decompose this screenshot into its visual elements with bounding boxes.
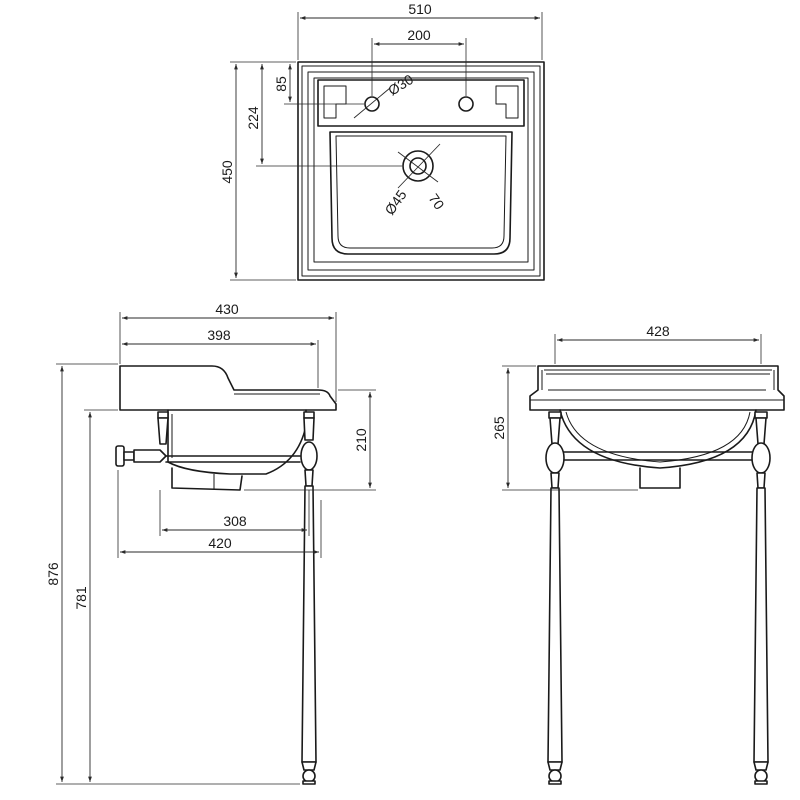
dim-label: 85 — [273, 76, 289, 92]
dimension-side-overall-height: 876 — [45, 363, 300, 785]
dim-label: 450 — [219, 160, 235, 184]
side-view: 430 398 210 308 420 — [45, 301, 376, 785]
wall-bracket — [115, 445, 301, 467]
dim-label: 265 — [491, 416, 507, 440]
dim-label: 308 — [223, 513, 247, 529]
dimension-side-basin-height: 210 — [244, 389, 376, 491]
front-leg — [157, 411, 318, 785]
dim-label: 224 — [245, 106, 261, 130]
dimension-side-basin-depth: 430 — [119, 301, 337, 402]
basin-top-outline — [297, 61, 545, 281]
dim-label: 210 — [353, 428, 369, 452]
waste-outlet — [402, 150, 434, 182]
dim-label: Ø45 — [381, 187, 409, 218]
tap-hole-left — [364, 96, 380, 112]
dimension-side-420: 420 — [117, 470, 322, 558]
dimension-rear-to-taps: 85 — [273, 64, 364, 105]
dim-label: 70 — [426, 191, 448, 213]
dim-label: 430 — [215, 301, 239, 317]
basin-side-outline — [119, 365, 337, 491]
dim-label: 876 — [45, 562, 61, 586]
dim-label: 781 — [73, 586, 89, 610]
dimension-side-308: 308 — [159, 490, 310, 536]
leg-right — [751, 411, 771, 785]
dim-label: 200 — [407, 27, 431, 43]
dimension-top-depth: 450 — [219, 61, 296, 281]
dimension-rear-to-waste: 224 — [245, 64, 402, 167]
dimension-side-bowl-depth: 398 — [122, 327, 319, 388]
basin-front-outline — [529, 365, 785, 489]
dimension-tap-spacing: 200 — [371, 27, 467, 96]
front-view: 428 265 — [491, 323, 785, 785]
dimension-front-basin-height: 265 — [491, 365, 638, 491]
top-view: 510 200 450 224 85 — [219, 1, 545, 281]
cross-rail — [561, 451, 759, 461]
tap-hole-right — [458, 96, 474, 112]
dimension-side-rim-height: 781 — [73, 409, 118, 782]
dim-label: 510 — [408, 1, 432, 17]
dimension-front-leg-spacing: 428 — [554, 323, 762, 364]
dim-label: 398 — [207, 327, 231, 343]
dim-label: 420 — [208, 535, 232, 551]
dimension-top-width: 510 — [297, 1, 543, 60]
dim-label: Ø30 — [385, 71, 416, 99]
leg-left — [545, 411, 565, 785]
dim-label: 428 — [646, 323, 670, 339]
